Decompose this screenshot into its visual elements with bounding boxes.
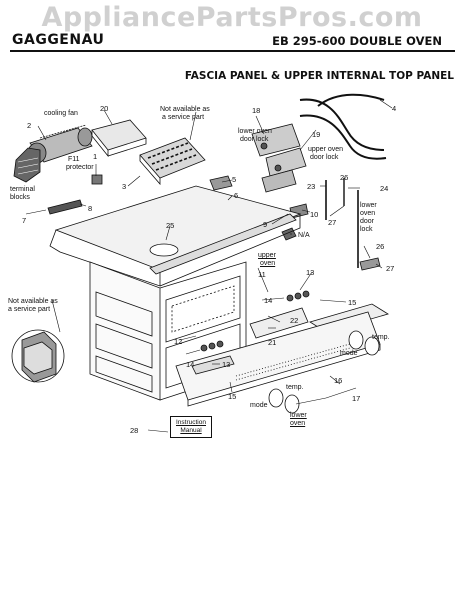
label-not-available-2: a service part — [162, 114, 205, 121]
label-na: N/A — [298, 232, 310, 239]
part-number: 3 — [122, 182, 127, 191]
manual-line-1: Instruction — [176, 419, 206, 426]
instruction-manual-box: Instruction Manual — [170, 416, 212, 438]
part-number: 14 — [264, 296, 273, 305]
label-mode: mode — [340, 350, 358, 357]
label-lower-oven-door-lock-2: door lock — [240, 136, 269, 143]
part-number: 5 — [232, 175, 237, 184]
part-number: 27 — [328, 218, 337, 227]
label-lower-oven: lower — [290, 412, 307, 419]
part-number: 13 — [306, 268, 315, 277]
part-number: 23 — [307, 182, 316, 191]
label-upper-oven: upper — [258, 252, 276, 259]
section-title: FASCIA PANEL & UPPER INTERNAL TOP PANEL — [184, 70, 454, 82]
label-protector: protector — [66, 164, 94, 171]
part-number: 15 — [228, 392, 237, 401]
label-cooling-fan: cooling fan — [44, 110, 78, 117]
brand-logo: GAGGENAU — [12, 32, 105, 48]
part-number: 10 — [310, 210, 319, 219]
top-panel-drawing — [49, 185, 302, 287]
part-number: 17 — [352, 394, 361, 403]
label-lower-right-3: door — [360, 218, 375, 225]
part-number: 4 — [392, 104, 397, 113]
part-number: 16 — [334, 376, 343, 385]
label-not-available: Not available as — [160, 106, 210, 113]
part-number: 24 — [380, 184, 389, 193]
label-upper-oven-door-lock: upper oven — [308, 146, 344, 153]
label-mode-2: mode — [250, 402, 268, 409]
header-rule — [10, 50, 455, 52]
part-number: 9 — [263, 220, 268, 229]
part-number: 26 — [376, 242, 385, 251]
label-not-available-left: Not available as — [8, 298, 58, 305]
part-number: 20 — [100, 104, 109, 113]
label-not-available-left-2: a service part — [8, 306, 51, 313]
part-number: 25 — [166, 221, 175, 230]
part-number: 19 — [312, 130, 321, 139]
label-upper-oven-door-lock-2: door lock — [310, 154, 339, 161]
part-number: 14 — [186, 360, 195, 369]
part-number: 21 — [268, 338, 277, 347]
part-number: 22 — [290, 316, 299, 325]
label-blocks: blocks — [10, 194, 30, 201]
part-number: 2 — [27, 121, 32, 130]
part-number: 15 — [348, 298, 357, 307]
part-number: 8 — [88, 204, 93, 213]
part-number: 18 — [252, 106, 261, 115]
label-upper-oven-2: oven — [260, 260, 276, 267]
label-temp: temp. — [372, 334, 390, 341]
label-lower-oven-door-lock: lower oven — [238, 128, 272, 135]
model-title: EB 295-600 DOUBLE OVEN — [272, 34, 442, 48]
oven-housing-drawing — [89, 261, 247, 401]
label-lower-right-2: oven — [360, 210, 376, 217]
watermark: AppliancePartsPros.com — [41, 2, 423, 33]
label-temp-2: temp. — [286, 384, 304, 391]
part-number: 27 — [386, 264, 395, 273]
oven-inset-icon — [11, 329, 65, 383]
part-number: 6 — [234, 191, 239, 200]
part-number: 7 — [22, 216, 27, 225]
part-number: 11 — [258, 270, 266, 279]
control-board-drawing — [139, 137, 206, 186]
part-number: 26 — [340, 173, 349, 182]
label-lower-oven-2: oven — [290, 420, 306, 427]
part-number: 28 — [130, 426, 139, 435]
part-number: 12 — [174, 337, 183, 346]
part-number: 13 — [222, 360, 231, 369]
label-lower-right-1: lower — [360, 202, 377, 209]
part-number: 1 — [93, 152, 98, 161]
manual-line-2: Manual — [180, 427, 202, 434]
label-lower-right-4: lock — [360, 226, 373, 233]
label-terminal: terminal — [10, 186, 35, 193]
label-f11: F11 — [68, 156, 80, 163]
fascia-panel-drawing — [175, 303, 389, 407]
cooling-fan-drawing — [13, 124, 93, 183]
